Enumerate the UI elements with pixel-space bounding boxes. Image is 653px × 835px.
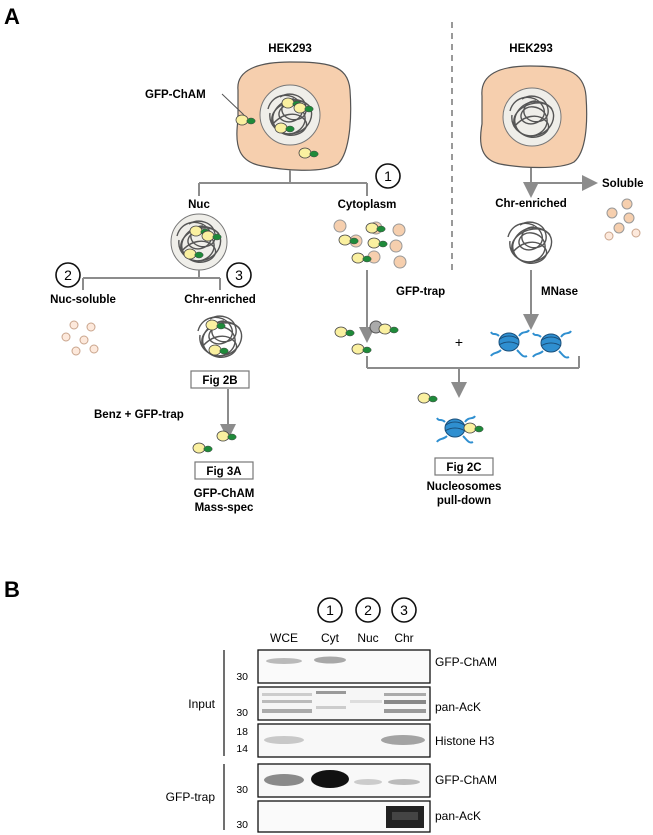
blot-4-marker-30: 30 [236, 784, 248, 796]
fig-2c-box [434, 457, 494, 476]
fraction-3-number: 3 [235, 267, 243, 283]
nucleosomes-pulldown-line2: pull-down [437, 495, 491, 507]
blot-2-marker-30: 30 [236, 707, 248, 719]
lane-fraction-1-circle [317, 597, 343, 623]
nuc-soluble-contents [61, 320, 99, 356]
gfp-chaM-molecule [208, 344, 229, 356]
lane-fraction-2-circle [355, 597, 381, 623]
gfp-chaM-molecule [192, 442, 213, 454]
fraction-2-number: 2 [64, 267, 72, 283]
group-label-gfp-trap: GFP-trap [166, 790, 216, 804]
blot-3-marker-14: 14 [236, 743, 248, 755]
blot-3-marker-18: 18 [236, 726, 248, 738]
lane-label-nuc: Nuc [357, 631, 378, 645]
hek293-left-label: HEK293 [268, 43, 311, 55]
fig-2b-label: Fig 2B [202, 375, 237, 387]
gfp-trap-bead [238, 430, 244, 442]
gfp-trap-bead [439, 392, 445, 404]
blot-5-marker-30: 30 [236, 819, 248, 831]
trapped-gfp-chaM [334, 320, 403, 355]
nuc-label: Nuc [188, 199, 210, 211]
fig-3a-box [194, 461, 254, 480]
fraction-2-circle [55, 262, 81, 288]
blot-gfp-trap-pan-ack [257, 800, 431, 833]
mnase-label: MNase [541, 286, 578, 298]
fraction-1-circle [375, 163, 401, 189]
nucleosomes-pulldown-line1: Nucleosomes [427, 481, 502, 493]
fig-2c-label: Fig 2C [446, 462, 481, 474]
gfp-chaM-molecule [216, 430, 237, 442]
gfp-chaM-mass-spec-line2: Mass-spec [195, 502, 254, 514]
chr-enriched-left-label: Chr-enriched [184, 294, 256, 306]
panel-b-label: B [4, 577, 20, 602]
blot-input-histone-h3 [257, 723, 431, 758]
blot-gfp-trap-gfp-chaM [257, 763, 431, 798]
gfp-trap-bead [486, 422, 492, 434]
cytoplasm-label: Cytoplasm [338, 199, 397, 211]
lane-fraction-3-circle [391, 597, 417, 623]
lane-label-cyt: Cyt [321, 631, 340, 645]
chr-enriched-right-label: Chr-enriched [495, 198, 567, 210]
blot-5-antibody: pan-AcK [435, 809, 481, 823]
panel-a-label: A [4, 4, 20, 29]
fig-3a-label: Fig 3A [206, 466, 241, 478]
cytoplasm-contents [333, 219, 407, 269]
blot-1-antibody: GFP-ChAM [435, 655, 497, 669]
gfp-trap-bead [214, 442, 220, 454]
blot-4-antibody: GFP-ChAM [435, 773, 497, 787]
soluble-contents [604, 198, 641, 241]
nucleosome [490, 329, 530, 358]
callout-line [221, 93, 245, 116]
benz-gfp-trap-label: Benz + GFP-trap [94, 409, 184, 421]
fig-2b-box [190, 370, 250, 389]
blot-3-antibody: Histone H3 [435, 734, 495, 748]
lane-label-chr: Chr [394, 631, 413, 645]
chr-enriched-right-chromatin [507, 221, 553, 264]
nucleosome [532, 330, 572, 359]
blot-input-gfp-chaM [257, 649, 431, 684]
fraction-3-circle [226, 262, 252, 288]
soluble-label: Soluble [602, 178, 644, 190]
blot-1-marker-30: 30 [236, 671, 248, 683]
gfp-chaM-callout: GFP-ChAM [145, 89, 206, 101]
fraction-1-number: 1 [384, 168, 392, 184]
gfp-trap-bead [209, 409, 215, 421]
gfp-chaM-molecule [463, 422, 484, 434]
gfp-chaM-molecule [417, 392, 438, 404]
group-label-input: Input [188, 697, 215, 711]
lane-label-wce: WCE [270, 631, 298, 645]
blot-input-pan-ack [257, 686, 431, 721]
gfp-trap-bead [384, 284, 390, 296]
lane-fraction-3-number: 3 [400, 602, 408, 618]
hek293-right-label: HEK293 [509, 43, 552, 55]
gfp-chaM-mass-spec-line1: GFP-ChAM [194, 488, 255, 500]
blot-2-antibody: pan-AcK [435, 700, 481, 714]
lane-fraction-1-number: 1 [326, 602, 334, 618]
plus-sign: + [455, 334, 463, 350]
nuc-soluble-label: Nuc-soluble [50, 294, 116, 306]
gfp-trap-label: GFP-trap [396, 286, 445, 298]
lane-fraction-2-number: 2 [364, 602, 372, 618]
